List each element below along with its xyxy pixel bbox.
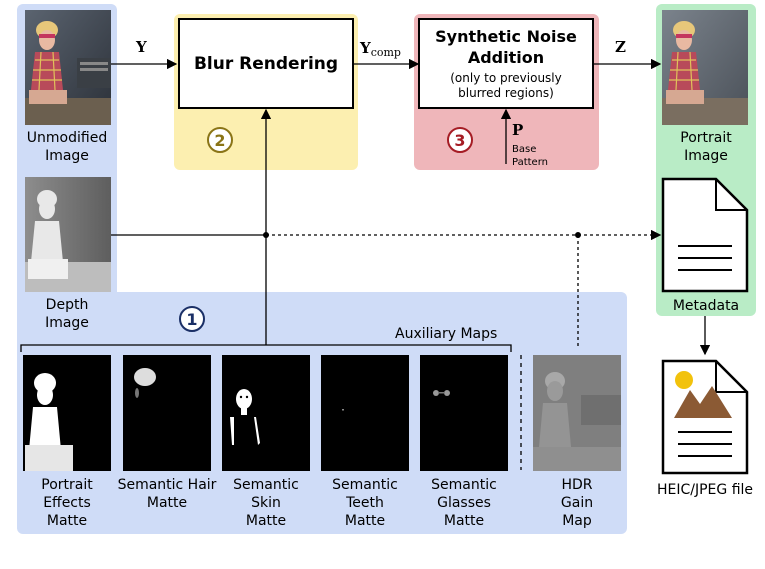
ycomp-sub: comp	[370, 46, 401, 59]
p-label: P	[512, 121, 524, 139]
base-pattern-label: Base Pattern	[512, 144, 548, 168]
semantic-teeth-matte-image	[321, 355, 409, 471]
aux-map-label: Portrait Effects Matte	[41, 477, 93, 529]
unmodified-image-label: Unmodified Image	[26, 130, 108, 164]
semantic-skin-matte-image	[222, 355, 310, 471]
depth-image	[25, 177, 111, 292]
metadata-label: Metadata	[672, 298, 740, 314]
image-file-icon	[660, 358, 750, 476]
metadata-document-icon	[660, 176, 750, 294]
noise-addition-subtitle: (only to previously blurred regions)	[450, 71, 562, 100]
noise-addition-title: Synthetic Noise Addition	[435, 27, 577, 67]
aux-map-label: Semantic Teeth Matte	[332, 477, 398, 529]
noise-addition-box: Synthetic Noise Addition (only to previo…	[418, 18, 594, 109]
aux-map-label: Semantic Glasses Matte	[431, 477, 497, 529]
aux-map-label: Semantic Hair Matte	[117, 477, 217, 511]
portrait-effects-matte-image	[23, 355, 111, 471]
step-2-badge: 2	[207, 127, 233, 153]
ycomp-main: Y	[360, 39, 371, 57]
ycomp-label: Ycomp	[360, 38, 401, 59]
semantic-glasses-matte-image	[420, 355, 508, 471]
blur-rendering-box: Blur Rendering	[178, 18, 354, 109]
aux-map-label: Semantic Skin Matte	[233, 477, 299, 529]
portrait-image	[662, 10, 748, 125]
hdr-gain-map-image	[533, 355, 621, 471]
y-label: Y	[136, 38, 147, 56]
z-label: Z	[615, 38, 626, 56]
blur-rendering-title: Blur Rendering	[193, 53, 339, 74]
step-1-badge: 1	[179, 306, 205, 332]
portrait-image-label: Portrait Image	[680, 130, 732, 164]
unmodified-image	[25, 10, 111, 125]
file-label: HEIC/JPEG file	[656, 482, 754, 498]
hdr-gain-map-label: HDR Gain Map	[560, 477, 594, 529]
semantic-hair-matte-image	[123, 355, 211, 471]
auxiliary-maps-title: Auxiliary Maps	[395, 326, 498, 342]
depth-image-label: Depth Image	[45, 297, 89, 331]
step-3-badge: 3	[447, 127, 473, 153]
